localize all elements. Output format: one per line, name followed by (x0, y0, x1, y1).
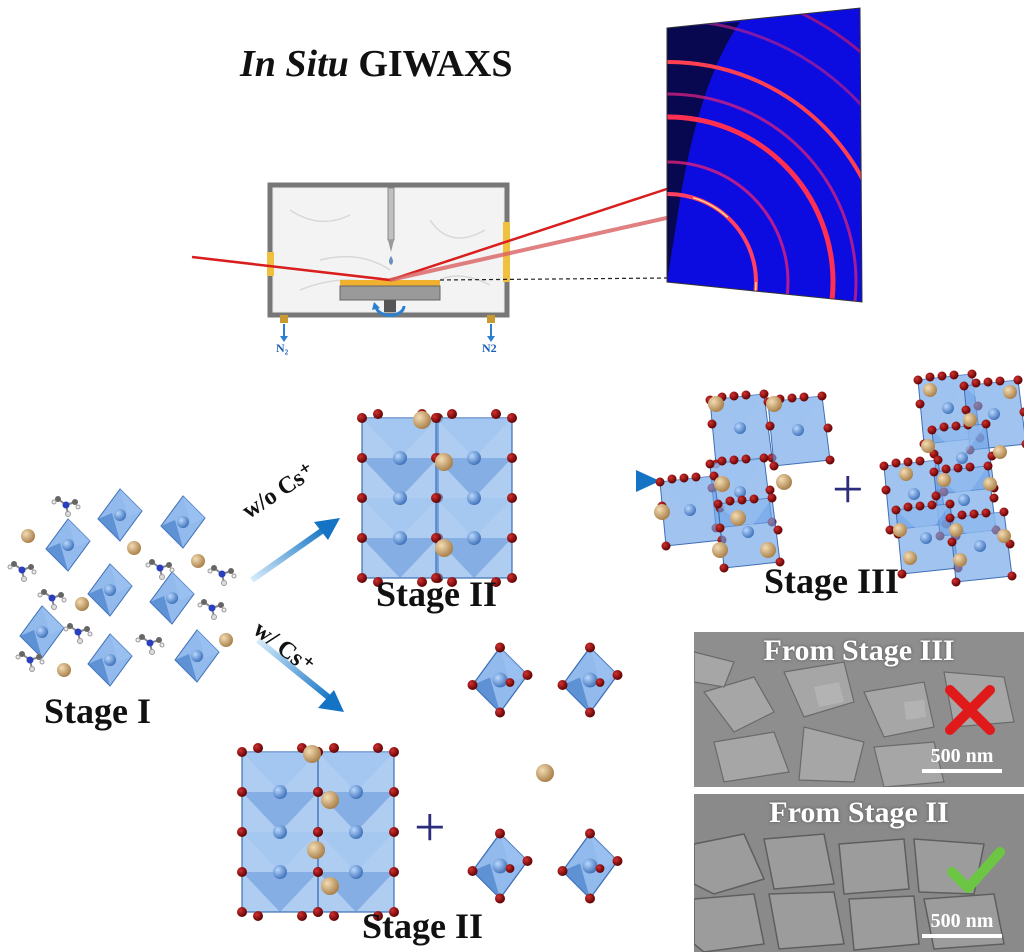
gas-inlet-arrows (280, 324, 495, 342)
gas-label-right: N2 (482, 341, 497, 355)
stage3-structure-left (654, 389, 835, 573)
red-cross-icon (945, 685, 995, 735)
sample-stage (339, 280, 441, 317)
scale-bar-bottom: 500 nm (922, 910, 1002, 938)
title-italic: In Situ (240, 43, 349, 85)
sem-texture-top (694, 632, 1024, 787)
sem-image-stage2: From Stage II 500 nm (694, 794, 1024, 952)
stage2-bottom-structure-left (236, 742, 400, 922)
sem-caption-bottom: From Stage II (769, 796, 949, 829)
gas-label-left: N₂ (276, 341, 289, 355)
stage2-bottom-structure-right (468, 643, 623, 904)
figure-title: In Situ GIWAXS (240, 42, 512, 86)
arrow-stage2-to-stage3 (528, 470, 660, 492)
sem-texture-bottom (694, 794, 1024, 952)
scale-label-top: 500 nm (930, 745, 994, 767)
scale-label-bottom: 500 nm (930, 910, 994, 932)
arrow-without-cs (250, 518, 340, 583)
stage2-top-label: Stage II (376, 574, 498, 614)
plus-stage2: + (414, 797, 446, 859)
sem-image-stage3: From Stage III 500 nm (694, 632, 1024, 787)
sem-caption-top: From Stage III (763, 634, 955, 667)
scale-line-bottom (922, 934, 1002, 938)
stage3-label: Stage III (764, 561, 900, 601)
stage1-cluster (7, 488, 237, 687)
stage3-structure-right (879, 369, 1024, 587)
plus-stage3: + (832, 459, 864, 521)
scale-line-top (922, 769, 1002, 773)
arrow-with-cs (256, 637, 344, 712)
stage1-label: Stage I (44, 691, 151, 731)
pipette-icon (387, 187, 395, 265)
stage2-bottom-label: Stage II (362, 906, 484, 946)
title-rest: GIWAXS (358, 43, 513, 85)
scale-bar-top: 500 nm (922, 745, 1002, 773)
stage2-top-structure (356, 408, 518, 588)
green-check-icon (947, 847, 1005, 893)
